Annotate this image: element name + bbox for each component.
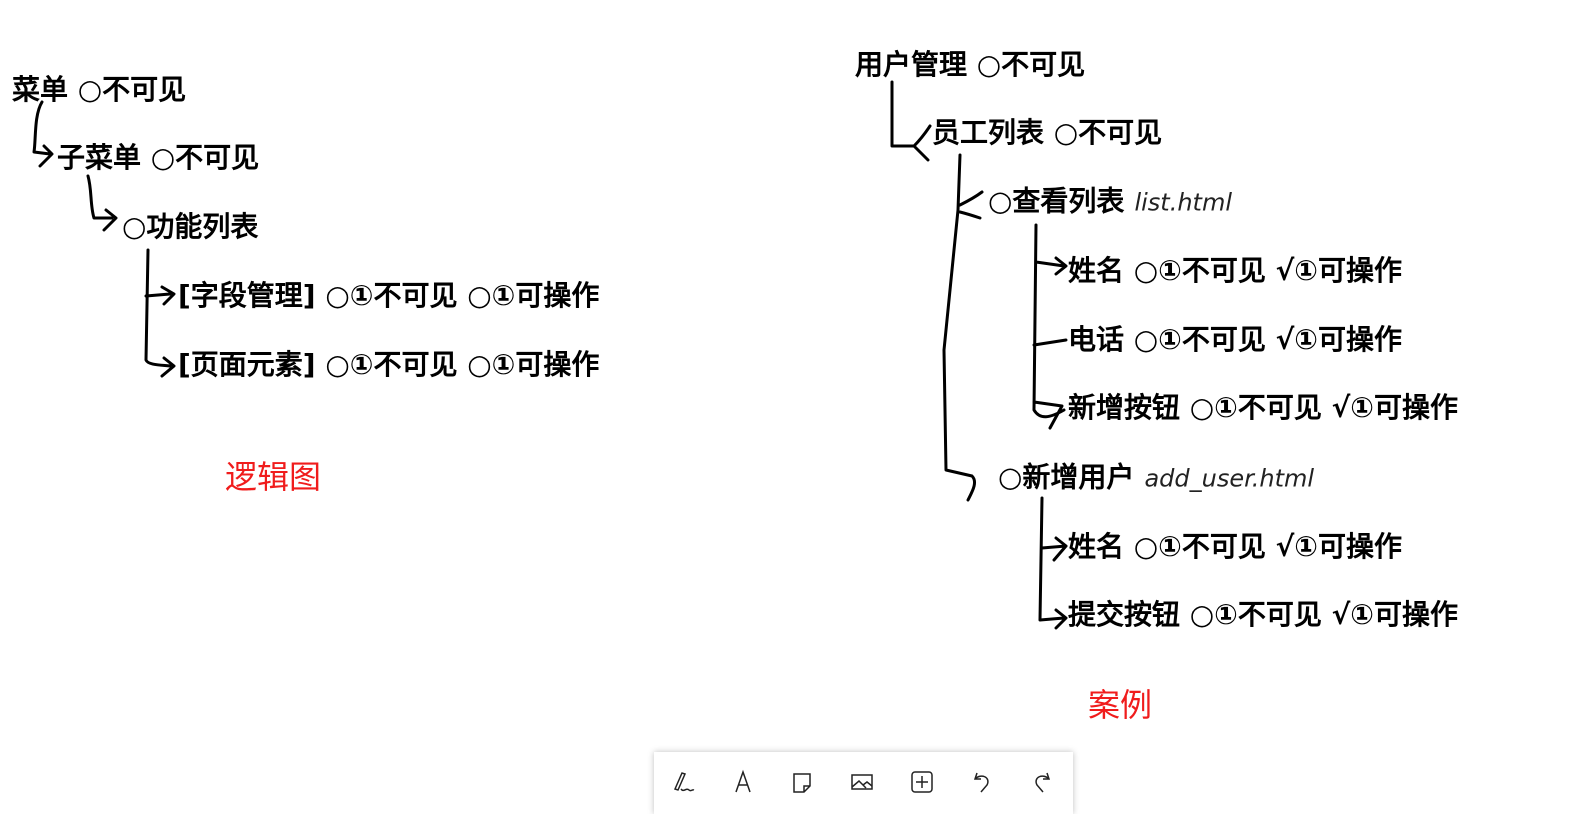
node-employee-list: 员工列表 ○不可见 (932, 116, 1163, 149)
caption-logic-diagram: 逻辑图 (225, 458, 322, 496)
node-phone-field: 电话 ○①不可见 √①可操作 (1068, 323, 1403, 356)
node-name-field: 姓名 ○①不可见 √①可操作 (1068, 254, 1403, 287)
node-field-management: [字段管理] ○①不可见 ○①可操作 (178, 279, 600, 312)
drawing-toolbar (654, 752, 1073, 814)
caption-example: 案例 (1088, 686, 1153, 724)
node-add-button: 新增按钮 ○①不可见 √①可操作 (1068, 391, 1459, 424)
node-function-list: ○功能列表 (122, 210, 259, 243)
node-label: ○查看列表 (988, 184, 1125, 218)
undo-icon[interactable] (969, 769, 995, 795)
sticky-note-icon[interactable] (789, 769, 815, 795)
file-name: list.html (1134, 188, 1232, 217)
node-user-management: 用户管理 ○不可见 (855, 48, 1086, 81)
node-page-elements: [页面元素] ○①不可见 ○①可操作 (178, 348, 600, 381)
node-submenu: 子菜单 ○不可见 (57, 141, 260, 174)
node-submit-button: 提交按钮 ○①不可见 √①可操作 (1068, 598, 1459, 631)
add-icon[interactable] (909, 769, 935, 795)
node-label: ○新增用户 (998, 460, 1135, 494)
node-menu: 菜单 ○不可见 (12, 73, 187, 106)
image-icon[interactable] (849, 769, 875, 795)
redo-icon[interactable] (1029, 769, 1055, 795)
node-add-user: ○新增用户 add_user.html (998, 461, 1314, 496)
file-name: add_user.html (1144, 464, 1315, 493)
pen-icon[interactable] (670, 769, 696, 795)
node-name-field-2: 姓名 ○①不可见 √①可操作 (1068, 530, 1403, 563)
text-icon[interactable] (730, 769, 756, 795)
node-view-list: ○查看列表 list.html (988, 185, 1232, 220)
